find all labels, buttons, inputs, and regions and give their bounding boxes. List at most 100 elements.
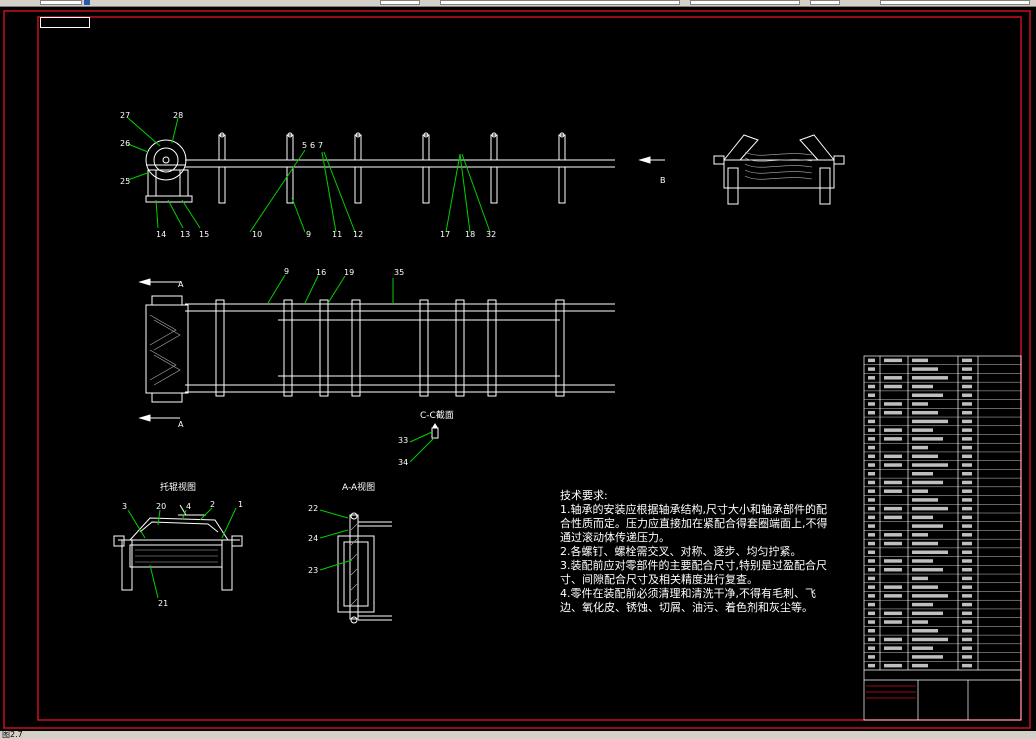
parts-cell-mark — [912, 602, 933, 607]
parts-cell-mark — [868, 620, 875, 624]
parts-cell-mark — [912, 437, 943, 441]
parts-cell-mark — [868, 445, 875, 450]
parts-cell-mark — [912, 524, 943, 528]
balloon-26: 26 — [120, 139, 130, 148]
parts-cell-mark — [868, 655, 875, 659]
parts-cell-mark — [884, 454, 902, 459]
parts-cell-mark — [912, 541, 938, 546]
parts-cell-mark — [868, 489, 875, 493]
parts-cell-mark — [962, 611, 972, 616]
parts-cell-mark — [962, 489, 972, 493]
parts-cell-mark — [962, 463, 972, 467]
balloon-plan-35: 35 — [394, 268, 404, 277]
balloon-idler-21: 21 — [158, 599, 168, 608]
parts-cell-mark — [962, 541, 972, 546]
plan-balloon-labels: 9 16 19 35 A A — [178, 267, 404, 429]
parts-cell-mark — [962, 550, 972, 554]
balloon-aa-23: 23 — [308, 566, 318, 575]
parts-cell-mark — [884, 559, 902, 563]
plan-idler-frames — [215, 299, 565, 397]
parts-cell-mark — [912, 454, 938, 459]
balloon-idler-4: 4 — [186, 502, 191, 511]
parts-cell-mark — [868, 376, 875, 380]
tech-req-title: 技术要求: — [560, 489, 608, 502]
cad-drawing-canvas[interactable]: 27 28 26 25 5 6 7 14 13 15 10 9 11 12 17… — [0, 6, 1036, 731]
balloon-25: 25 — [120, 177, 130, 186]
balloon-13: 13 — [180, 230, 190, 239]
parts-cell-mark — [884, 410, 902, 415]
parts-cell-mark — [868, 402, 875, 406]
parts-cell-mark — [962, 393, 972, 397]
parts-cell-mark — [912, 515, 933, 520]
section-aa-title: A-A视图 — [342, 481, 375, 493]
parts-cell-mark — [868, 498, 875, 502]
parts-cell-mark — [884, 489, 902, 493]
parts-cell-mark — [912, 393, 943, 397]
parts-cell-mark — [962, 594, 972, 598]
parts-cell-mark — [912, 384, 933, 389]
balloon-idler-3: 3 — [122, 502, 127, 511]
parts-cell-mark — [962, 620, 972, 624]
parts-cell-mark — [912, 367, 938, 371]
parts-cell-mark — [868, 646, 875, 650]
parts-list-rows — [864, 364, 1021, 662]
idler-view-title: 托辊视图 — [160, 481, 196, 493]
parts-cell-mark — [884, 567, 902, 572]
parts-cell-mark — [912, 410, 938, 415]
parts-cell-mark — [912, 585, 938, 589]
elevation-balloon-labels: 27 28 26 25 5 6 7 14 13 15 10 9 11 12 17… — [120, 111, 666, 239]
parts-cell-mark — [868, 410, 875, 415]
parts-cell-mark — [962, 428, 972, 432]
parts-cell-mark — [868, 358, 875, 363]
parts-cell-mark — [962, 410, 972, 415]
toolbar-icon[interactable] — [84, 0, 90, 5]
toolbar-field-plotstyle[interactable] — [810, 0, 840, 5]
parts-cell-mark — [884, 620, 902, 624]
parts-cell-mark — [884, 515, 902, 520]
toolbar-field-lineweight[interactable] — [690, 0, 800, 5]
parts-cell-mark — [962, 646, 972, 650]
balloon-33: 33 — [398, 436, 408, 445]
parts-cell-mark — [962, 498, 972, 502]
parts-cell-mark — [868, 576, 875, 581]
parts-cell-mark — [912, 663, 928, 668]
plan-view — [138, 278, 615, 422]
parts-cell-mark — [868, 533, 875, 537]
parts-cell-mark — [868, 602, 875, 607]
parts-cell-mark — [884, 402, 902, 406]
balloon-18: 18 — [465, 230, 475, 239]
parts-cell-mark — [962, 376, 972, 380]
parts-cell-mark — [912, 419, 948, 424]
parts-cell-mark — [868, 541, 875, 546]
parts-cell-mark — [884, 611, 902, 616]
balloon-28: 28 — [173, 111, 183, 120]
toolbar-field-linetype[interactable] — [380, 0, 420, 5]
balloon-idler-20: 20 — [156, 502, 166, 511]
parts-cell-mark — [962, 515, 972, 520]
view-arrow-b: B — [660, 176, 666, 185]
parts-cell-mark — [912, 559, 933, 563]
toolbar-field-layer[interactable] — [40, 0, 82, 5]
side-view-b — [713, 134, 845, 205]
balloon-11: 11 — [332, 230, 342, 239]
parts-cell-mark — [912, 445, 928, 450]
parts-cell-mark — [884, 637, 902, 642]
parts-cell-mark — [912, 358, 928, 363]
parts-cell-mark — [868, 559, 875, 563]
parts-cell-mark — [868, 524, 875, 528]
balloon-aa-22: 22 — [308, 504, 318, 513]
parts-cell-mark — [884, 358, 902, 363]
toolbar-field-color[interactable] — [440, 0, 680, 5]
parts-cell-mark — [884, 541, 902, 546]
sheet-label-box — [40, 17, 90, 28]
balloon-32: 32 — [486, 230, 496, 239]
parts-cell-mark — [912, 611, 943, 616]
parts-cell-mark — [962, 384, 972, 389]
parts-cell-mark — [912, 655, 943, 659]
parts-cell-mark — [884, 594, 902, 598]
parts-cell-mark — [962, 506, 972, 511]
toolbar-field-extra[interactable] — [880, 0, 1030, 5]
parts-cell-mark — [912, 646, 933, 650]
section-cc-title: C-C截面 — [420, 409, 454, 421]
parts-cell-mark — [962, 454, 972, 459]
